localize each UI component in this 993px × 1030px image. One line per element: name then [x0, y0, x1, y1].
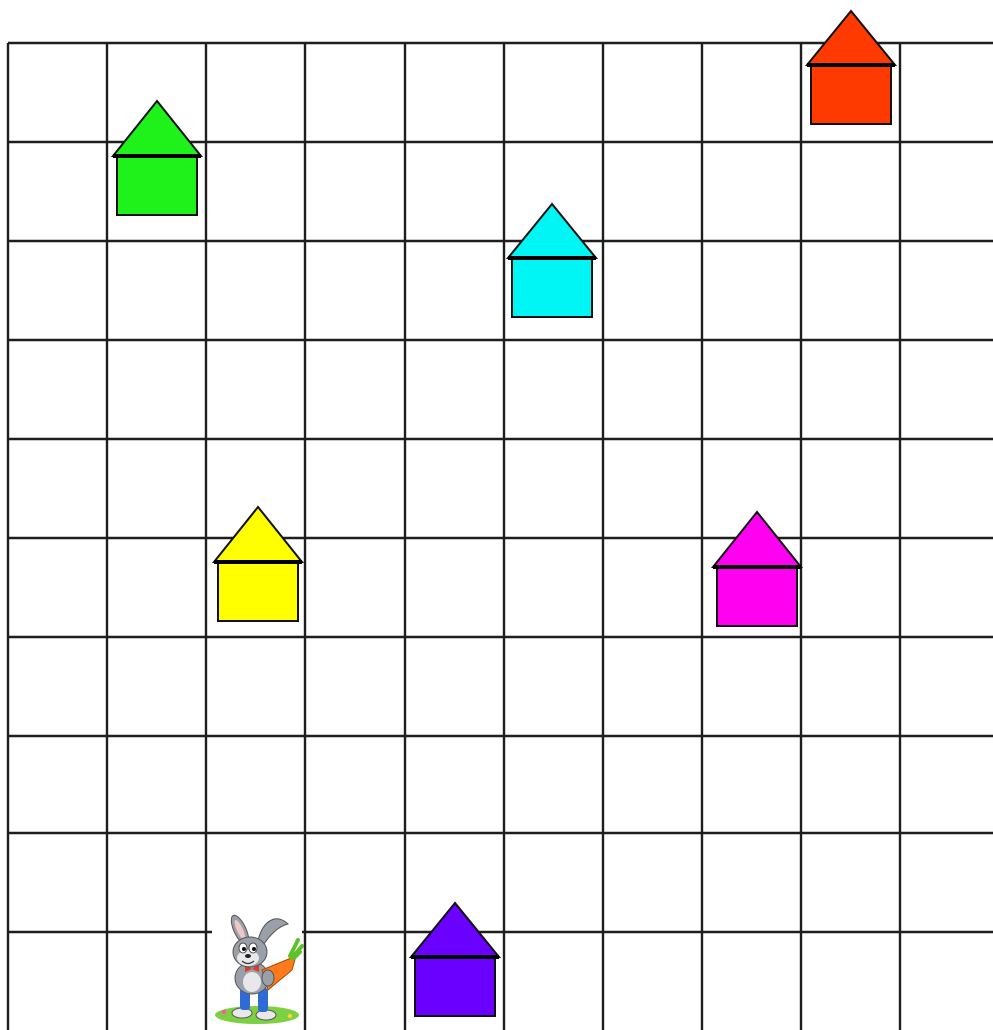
yellow-house-roof [214, 507, 302, 562]
green-house [113, 101, 201, 215]
red-house [807, 11, 895, 124]
magenta-house [713, 512, 801, 626]
grass-flower [222, 1010, 226, 1014]
red-house-roof [807, 11, 895, 65]
cyan-house-roof [508, 204, 596, 258]
magenta-house-body [717, 567, 797, 626]
rabbit-nose [245, 954, 251, 958]
purple-house-roof [411, 903, 499, 957]
magenta-house-roof [713, 512, 801, 567]
yellow-house-body [218, 562, 298, 621]
green-house-roof [113, 101, 201, 156]
rabbit-with-carrot-icon [212, 912, 302, 1024]
rabbit-sprite [212, 912, 302, 1024]
purple-house [411, 903, 499, 1016]
grass-flower [288, 1014, 292, 1018]
purple-house-body [415, 957, 495, 1016]
rabbit-belly [243, 972, 261, 992]
green-house-body [117, 156, 197, 215]
rabbit-left-pupil [242, 947, 246, 951]
rabbit-right-pupil [252, 947, 256, 951]
rabbit-arm [262, 970, 274, 986]
cyan-house-body [512, 258, 592, 317]
yellow-house [214, 507, 302, 621]
red-house-body [811, 65, 891, 124]
cyan-house [508, 204, 596, 317]
